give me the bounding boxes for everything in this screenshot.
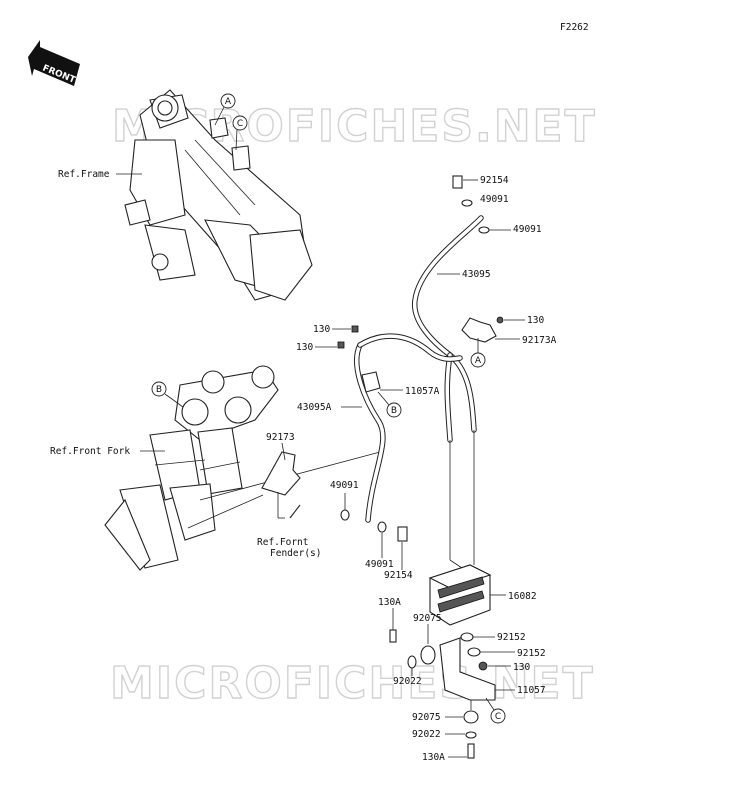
part-label-130-right: 130 (527, 315, 544, 326)
part-label-43095: 43095 (462, 269, 491, 280)
part-label-130A-low: 130A (422, 752, 445, 763)
part-label-92075-low: 92075 (412, 712, 441, 723)
screw-fender (289, 504, 301, 519)
part-label-92173A: 92173A (522, 335, 557, 346)
front-arrow-icon: FRONT (28, 40, 80, 86)
part-label-92022-low: 92022 (412, 729, 441, 740)
ref-fender-line2: Fender(s) (270, 548, 321, 559)
part-label-49091-top1: 49091 (480, 194, 509, 205)
part-label-92173: 92173 (266, 432, 295, 443)
watermark-bottom: MICROFICHES.NET (110, 658, 595, 709)
figure-code: F2262 (560, 22, 589, 33)
callout-b-fork-letter: B (156, 385, 162, 395)
part-label-92152-1: 92152 (497, 632, 526, 643)
callout-b-hose (386, 402, 402, 418)
bolt-92154-low (397, 526, 408, 542)
brake-hose-43095 (412, 215, 484, 443)
part-label-11057: 11057 (517, 685, 546, 696)
brake-hose-43095A (354, 333, 463, 523)
washer-49091-low (377, 521, 387, 533)
bolt-130A-top (389, 629, 397, 643)
part-label-92154-top: 92154 (480, 175, 509, 186)
clamp-11057A (361, 371, 381, 393)
callout-c-bracket-letter: C (495, 712, 501, 722)
grommet-92075-low (463, 710, 479, 724)
collar-92022-low (465, 731, 477, 739)
ref-fender-line1: Ref.Fornt (257, 537, 308, 548)
part-label-130-left2: 130 (296, 342, 313, 353)
callout-c-bracket (490, 708, 506, 724)
abs-unit-16082 (428, 564, 492, 626)
washer-49091-top2 (478, 226, 490, 234)
nut-130-low (478, 661, 488, 671)
part-label-130A-top: 130A (378, 597, 401, 608)
part-label-130-low: 130 (513, 662, 530, 673)
part-label-43095A: 43095A (297, 402, 332, 413)
callout-a-frame-letter: A (225, 97, 232, 107)
ref-frame-label: Ref.Frame (58, 169, 110, 180)
ref-front-fork-label: Ref.Front Fork (50, 446, 130, 457)
washer-49091-mid (340, 509, 350, 521)
part-label-49091-low: 49091 (365, 559, 394, 570)
washer-92152-2 (467, 647, 481, 657)
bolt-92154-top (452, 175, 463, 189)
callout-a-frame (220, 93, 236, 109)
bracket-92173 (261, 451, 301, 496)
part-label-16082: 16082 (508, 591, 537, 602)
callout-c-frame (232, 115, 248, 131)
bolt-130-left1 (351, 325, 359, 333)
clamp-92173A (461, 317, 497, 343)
part-label-92022-top: 92022 (393, 676, 422, 687)
callout-a-clamp-letter: A (475, 356, 482, 366)
washer-92152-1 (460, 632, 474, 642)
part-label-130-left1: 130 (313, 324, 330, 335)
front-fork-illustration (104, 365, 279, 571)
part-label-11057A: 11057A (405, 386, 440, 397)
grommet-92075-top (420, 645, 436, 665)
washer-49091-top1 (461, 199, 473, 207)
part-label-49091-mid: 49091 (330, 480, 359, 491)
callout-c-frame-letter: C (237, 119, 243, 129)
frame-illustration (124, 89, 313, 301)
part-label-49091-top2: 49091 (513, 224, 542, 235)
collar-92022-top (407, 655, 417, 669)
part-label-92152-2: 92152 (517, 648, 546, 659)
callout-b-fork (151, 381, 167, 397)
part-label-92154-low: 92154 (384, 570, 413, 581)
part-label-92075-top: 92075 (413, 613, 442, 624)
bolt-130-right (496, 316, 504, 324)
bracket-11057 (439, 637, 496, 701)
callout-b-hose-letter: B (391, 406, 397, 416)
bolt-130A-low (467, 743, 475, 759)
bolt-130-left2 (337, 341, 345, 349)
